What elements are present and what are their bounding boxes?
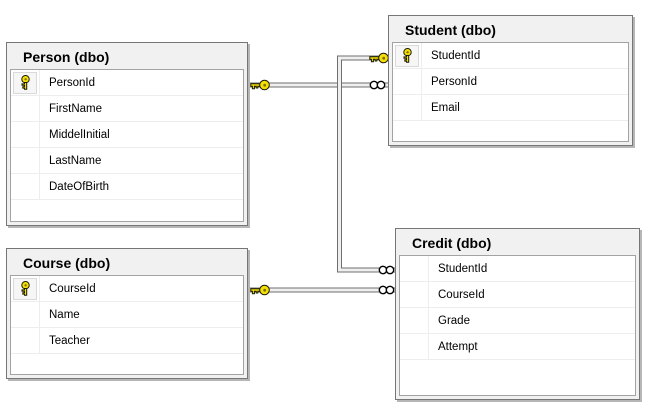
column-name: Name xyxy=(49,308,80,321)
column-name: StudentId xyxy=(438,262,488,275)
primary-key-icon xyxy=(13,277,37,300)
row-selector-cell xyxy=(11,174,40,199)
row-selector-cell xyxy=(11,276,40,301)
column-row-email[interactable]: Email xyxy=(393,95,628,121)
table-student-columns: StudentId PersonId Email xyxy=(392,42,629,142)
column-name: Attempt xyxy=(438,340,478,353)
row-selector-cell xyxy=(393,43,422,68)
row-selector-cell xyxy=(393,69,422,94)
table-credit-header[interactable]: Credit (dbo) xyxy=(412,235,492,251)
key-icon xyxy=(369,52,389,64)
column-row-attempt[interactable]: Attempt xyxy=(400,334,635,360)
column-name: Email xyxy=(431,101,460,114)
column-name: CourseId xyxy=(438,288,485,301)
table-course-columns: CourseId Name Teacher xyxy=(10,275,244,375)
column-row-personid[interactable]: PersonId xyxy=(393,69,628,95)
row-selector-cell xyxy=(11,328,40,353)
column-row-courseid[interactable]: CourseId xyxy=(11,276,243,302)
key-icon xyxy=(250,284,270,296)
column-row-grade[interactable]: Grade xyxy=(400,308,635,334)
infinity-icon xyxy=(369,80,386,90)
column-name: StudentId xyxy=(431,49,481,62)
column-row-studentid[interactable]: StudentId xyxy=(393,43,628,69)
row-selector-cell xyxy=(400,282,429,307)
infinity-icon xyxy=(378,285,395,295)
column-row-name[interactable]: Name xyxy=(11,302,243,328)
table-credit-columns: StudentId CourseId Grade Attempt xyxy=(399,255,636,396)
key-icon xyxy=(250,79,270,91)
table-course[interactable]: Course (dbo) CourseId Name xyxy=(6,248,248,379)
column-name: MiddelInitial xyxy=(49,128,110,141)
column-row-middelinitial[interactable]: MiddelInitial xyxy=(11,122,243,148)
table-course-header[interactable]: Course (dbo) xyxy=(23,255,111,271)
column-name: DateOfBirth xyxy=(49,180,110,193)
column-name: Grade xyxy=(438,314,470,327)
relationship-student-credit[interactable] xyxy=(337,55,396,273)
column-name: CourseId xyxy=(49,282,96,295)
row-selector-cell xyxy=(11,122,40,147)
row-selector-cell xyxy=(11,148,40,173)
column-name: PersonId xyxy=(49,76,96,89)
column-name: PersonId xyxy=(431,75,478,88)
primary-key-icon xyxy=(13,71,37,94)
row-selector-cell xyxy=(11,96,40,121)
table-person[interactable]: Person (dbo) PersonId FirstName xyxy=(6,42,248,226)
table-student-header[interactable]: Student (dbo) xyxy=(405,22,496,38)
row-selector-cell xyxy=(11,302,40,327)
row-selector-cell xyxy=(11,70,40,95)
column-row-studentid[interactable]: StudentId xyxy=(400,256,635,282)
table-student[interactable]: Student (dbo) StudentId PersonId xyxy=(388,15,633,146)
column-name: FirstName xyxy=(49,102,103,115)
column-row-lastname[interactable]: LastName xyxy=(11,148,243,174)
column-row-firstname[interactable]: FirstName xyxy=(11,96,243,122)
infinity-icon xyxy=(378,265,395,275)
row-selector-cell xyxy=(400,334,429,359)
column-row-personid[interactable]: PersonId xyxy=(11,70,243,96)
column-name: LastName xyxy=(49,154,102,167)
primary-key-icon xyxy=(395,44,419,67)
row-selector-cell xyxy=(393,95,422,120)
column-name: Teacher xyxy=(49,334,90,347)
row-selector-cell xyxy=(400,256,429,281)
row-selector-cell xyxy=(400,308,429,333)
table-person-columns: PersonId FirstName MiddelInitial LastNam… xyxy=(10,69,244,222)
table-person-header[interactable]: Person (dbo) xyxy=(23,49,110,65)
column-row-dateofbirth[interactable]: DateOfBirth xyxy=(11,174,243,200)
column-row-teacher[interactable]: Teacher xyxy=(11,328,243,354)
column-row-courseid[interactable]: CourseId xyxy=(400,282,635,308)
table-credit[interactable]: Credit (dbo) StudentId CourseId Grade At… xyxy=(395,228,640,400)
